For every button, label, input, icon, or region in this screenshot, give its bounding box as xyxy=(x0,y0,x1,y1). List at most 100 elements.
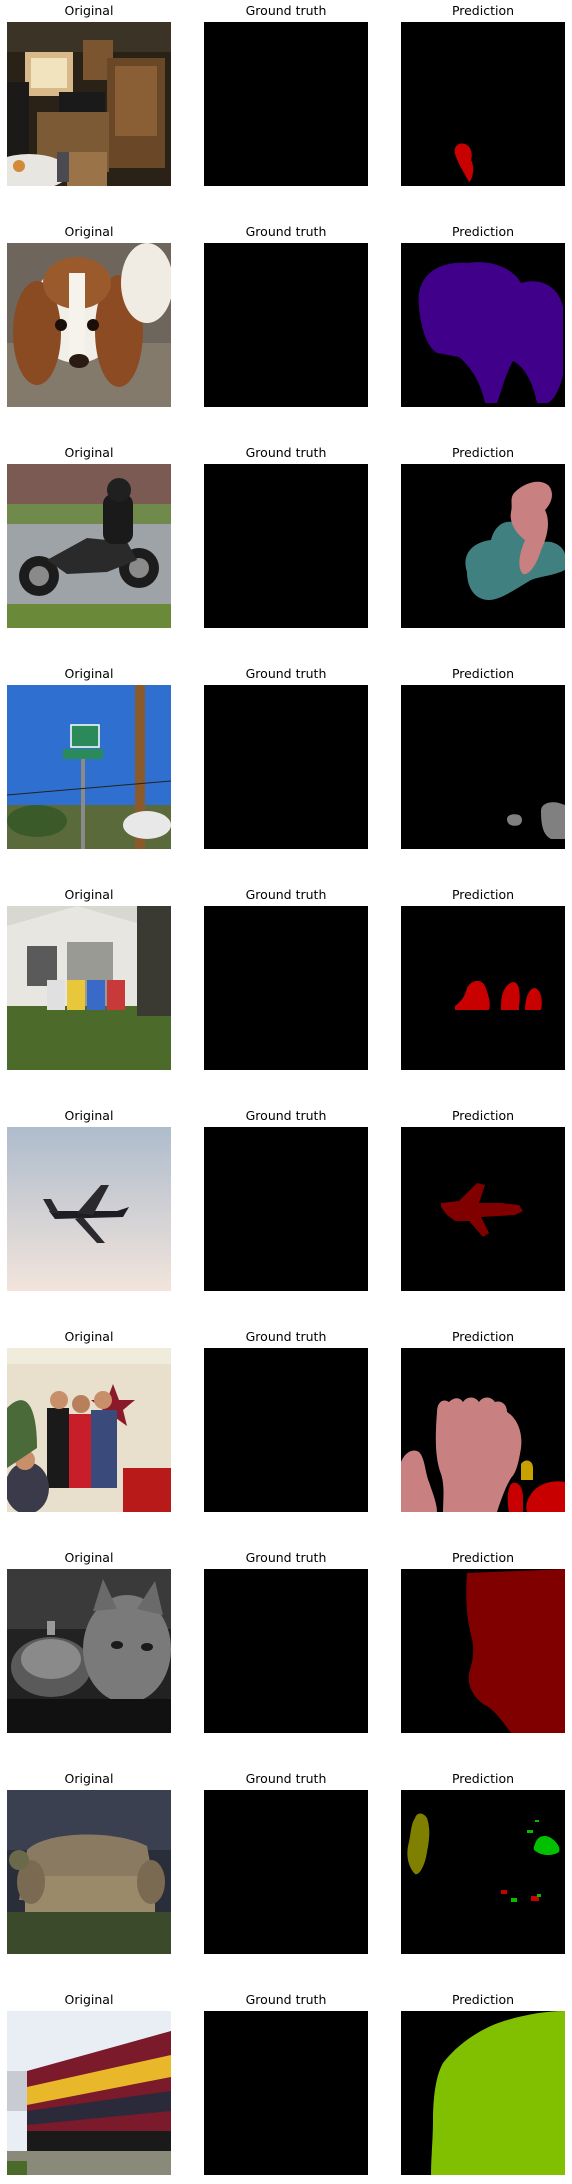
prediction-title: Prediction xyxy=(451,1329,515,1344)
original-title: Original xyxy=(64,1771,114,1786)
original-image xyxy=(7,2011,171,2175)
ground-truth-title: Ground truth xyxy=(245,1992,327,2007)
row-cat: Original Ground truth Prediction xyxy=(0,1547,572,1737)
ground-truth-mask xyxy=(204,1569,368,1733)
original-panel: Original xyxy=(7,1989,171,2175)
prediction-panel: Prediction xyxy=(401,663,565,849)
ground-truth-panel: Ground truth xyxy=(204,1989,368,2175)
original-image xyxy=(7,1790,171,1954)
prediction-mask xyxy=(401,2011,565,2175)
original-title: Original xyxy=(64,224,114,239)
original-image xyxy=(7,1127,171,1291)
ground-truth-panel: Ground truth xyxy=(204,884,368,1070)
ground-truth-mask xyxy=(204,1127,368,1291)
original-image xyxy=(7,243,171,407)
ground-truth-mask xyxy=(204,2011,368,2175)
ground-truth-panel: Ground truth xyxy=(204,663,368,849)
ground-truth-title: Ground truth xyxy=(245,3,327,18)
prediction-title: Prediction xyxy=(451,445,515,460)
original-title: Original xyxy=(64,1992,114,2007)
ground-truth-mask xyxy=(204,1790,368,1954)
prediction-title: Prediction xyxy=(451,887,515,902)
prediction-panel: Prediction xyxy=(401,442,565,628)
row-kitchen: Original Ground truth Pre xyxy=(0,0,572,190)
original-image xyxy=(7,906,171,1070)
prediction-mask xyxy=(401,1569,565,1733)
original-image xyxy=(7,685,171,849)
original-panel: Original xyxy=(7,663,171,849)
ground-truth-panel: Ground truth xyxy=(204,442,368,628)
original-image xyxy=(7,1569,171,1733)
ground-truth-panel: Ground truth xyxy=(204,1326,368,1512)
row-sofa: Original Ground truth Prediction xyxy=(0,1768,572,1958)
prediction-title: Prediction xyxy=(451,3,515,18)
prediction-title: Prediction xyxy=(451,1992,515,2007)
original-title: Original xyxy=(64,666,114,681)
ground-truth-panel: Ground truth xyxy=(204,1105,368,1291)
prediction-panel: Prediction xyxy=(401,0,565,186)
original-image xyxy=(7,22,171,186)
prediction-title: Prediction xyxy=(451,224,515,239)
ground-truth-title: Ground truth xyxy=(245,1329,327,1344)
original-image xyxy=(7,464,171,628)
prediction-mask xyxy=(401,906,565,1070)
original-image xyxy=(7,1348,171,1512)
ground-truth-title: Ground truth xyxy=(245,1550,327,1565)
original-panel: Original xyxy=(7,1547,171,1733)
ground-truth-panel: Ground truth xyxy=(204,221,368,407)
prediction-title: Prediction xyxy=(451,1771,515,1786)
prediction-mask xyxy=(401,1348,565,1512)
original-panel: Original xyxy=(7,1768,171,1954)
original-title: Original xyxy=(64,3,114,18)
original-title: Original xyxy=(64,1550,114,1565)
ground-truth-mask xyxy=(204,464,368,628)
original-panel: Original xyxy=(7,1326,171,1512)
prediction-title: Prediction xyxy=(451,666,515,681)
original-panel: Original xyxy=(7,221,171,407)
prediction-panel: Prediction xyxy=(401,221,565,407)
ground-truth-mask xyxy=(204,685,368,849)
prediction-mask xyxy=(401,685,565,849)
ground-truth-title: Ground truth xyxy=(245,887,327,902)
ground-truth-title: Ground truth xyxy=(245,1771,327,1786)
prediction-panel: Prediction xyxy=(401,1547,565,1733)
ground-truth-panel: Ground truth xyxy=(204,0,368,186)
row-airplane: Original Ground truth Prediction xyxy=(0,1105,572,1295)
ground-truth-title: Ground truth xyxy=(245,666,327,681)
prediction-mask xyxy=(401,1790,565,1954)
row-people: Original Ground truth Prediction xyxy=(0,1326,572,1516)
prediction-title: Prediction xyxy=(451,1550,515,1565)
row-sign-pole: Original Ground truth Prediction xyxy=(0,663,572,853)
ground-truth-panel: Ground truth xyxy=(204,1547,368,1733)
prediction-panel: Prediction xyxy=(401,1989,565,2175)
ground-truth-mask xyxy=(204,1348,368,1512)
original-title: Original xyxy=(64,1108,114,1123)
ground-truth-title: Ground truth xyxy=(245,445,327,460)
ground-truth-panel: Ground truth xyxy=(204,1768,368,1954)
prediction-title: Prediction xyxy=(451,1108,515,1123)
row-train: Original Ground truth Prediction xyxy=(0,1989,572,2179)
original-panel: Original xyxy=(7,0,171,186)
ground-truth-title: Ground truth xyxy=(245,224,327,239)
row-dog: Original Ground truth Prediction xyxy=(0,221,572,411)
prediction-panel: Prediction xyxy=(401,1326,565,1512)
ground-truth-mask xyxy=(204,243,368,407)
prediction-mask xyxy=(401,22,565,186)
original-panel: Original xyxy=(7,442,171,628)
original-panel: Original xyxy=(7,1105,171,1291)
row-motorcycle: Original Ground truth Prediction xyxy=(0,442,572,632)
prediction-mask xyxy=(401,1127,565,1291)
original-panel: Original xyxy=(7,884,171,1070)
original-title: Original xyxy=(64,445,114,460)
ground-truth-title: Ground truth xyxy=(245,1108,327,1123)
original-title: Original xyxy=(64,887,114,902)
ground-truth-mask xyxy=(204,22,368,186)
row-chairs: Original Ground truth Prediction xyxy=(0,884,572,1074)
original-title: Original xyxy=(64,1329,114,1344)
prediction-panel: Prediction xyxy=(401,1105,565,1291)
prediction-panel: Prediction xyxy=(401,1768,565,1954)
ground-truth-mask xyxy=(204,906,368,1070)
prediction-panel: Prediction xyxy=(401,884,565,1070)
prediction-mask xyxy=(401,464,565,628)
prediction-mask xyxy=(401,243,565,407)
